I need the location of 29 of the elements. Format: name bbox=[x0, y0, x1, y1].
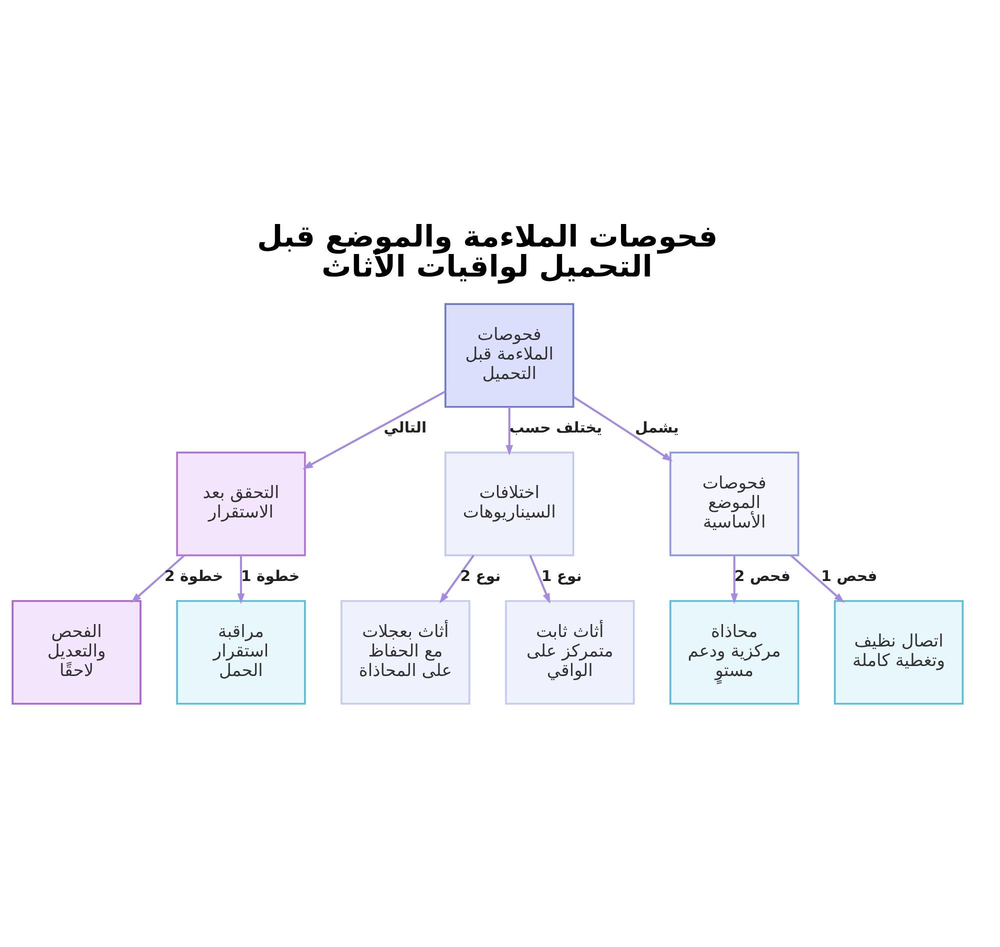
node-box: أثاث بعجلات مع الحفاظ على المحاذاة bbox=[340, 600, 470, 704]
node-box: اختلافات السيناريوهات bbox=[444, 451, 574, 556]
edge-label: فحص 2 bbox=[734, 567, 790, 584]
arrow bbox=[529, 554, 550, 604]
arrow bbox=[439, 554, 474, 603]
node-box: مراقبة استقرار الحمل bbox=[176, 600, 306, 704]
node-box: الفحص والتعديل لاحقًا bbox=[12, 600, 142, 704]
arrow bbox=[506, 406, 514, 455]
diagram-title: فحوصات الملاءمة والموضع قبل التحميل لواقيات الأثاث bbox=[256, 219, 718, 284]
node-box: محاذاة مركزية ودعم مستوٍ bbox=[669, 600, 800, 704]
edge-label: التالي bbox=[384, 418, 427, 436]
edge-label: خطوة 1 bbox=[241, 567, 300, 584]
edge-label: نوع 1 bbox=[541, 567, 582, 584]
node-box: أثاث ثابت متمركز على الواقي bbox=[505, 600, 635, 704]
arrow bbox=[302, 390, 446, 469]
node-box: اتصال نظيف وتغطية كاملة bbox=[834, 600, 964, 704]
node-box: فحوصات الموضع الأساسية bbox=[669, 451, 800, 556]
edge-label: يشمل bbox=[634, 418, 679, 436]
edge-label: نوع 2 bbox=[460, 567, 501, 584]
edge-label: خطوة 2 bbox=[164, 567, 224, 584]
arrow bbox=[790, 554, 844, 602]
arrow bbox=[130, 554, 186, 602]
node-box: التحقق بعد الاستقرار bbox=[176, 451, 306, 556]
edge-label: يختلف حسب bbox=[509, 418, 602, 436]
edge-label: فحص 1 bbox=[821, 567, 878, 584]
arrow bbox=[237, 554, 245, 604]
arrow bbox=[730, 554, 738, 604]
node-box: فحوصات الملاءمة قبل التحميل bbox=[444, 302, 574, 408]
arrow bbox=[573, 396, 673, 462]
